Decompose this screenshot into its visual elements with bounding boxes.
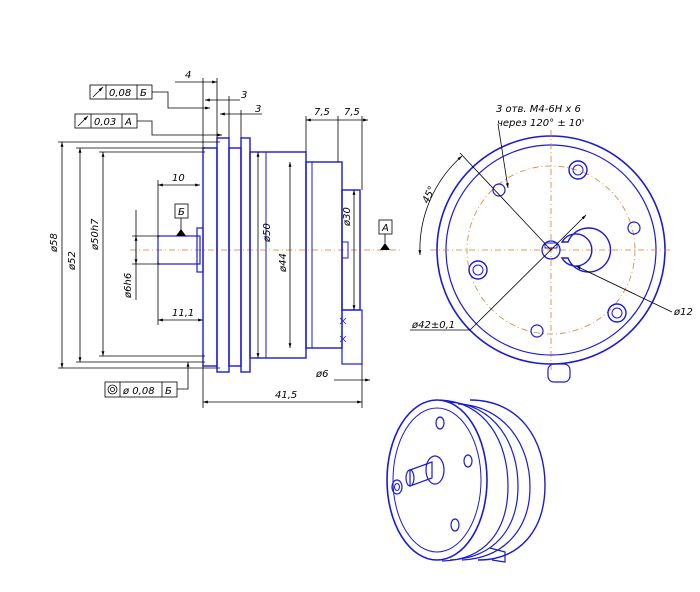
dim-len41: 41,5 bbox=[275, 390, 297, 401]
hole-bottom-right bbox=[607, 303, 627, 323]
hole-left-inner bbox=[472, 264, 484, 276]
tol-a-arrow-symbol bbox=[77, 115, 89, 127]
hole-left bbox=[468, 260, 488, 280]
d12-leader bbox=[575, 265, 673, 313]
dim-len7a: 7,5 bbox=[314, 107, 330, 118]
isometric-view bbox=[386, 399, 546, 563]
dim-d6: ø6 bbox=[315, 369, 328, 380]
dim-len11: 11,1 bbox=[172, 308, 194, 319]
tol-b-arrow-symbol bbox=[92, 86, 104, 98]
datum-a-label: А bbox=[381, 223, 389, 234]
shaft-flat bbox=[544, 242, 558, 249]
datum-b-triangle bbox=[176, 229, 186, 236]
flange-rear bbox=[228, 147, 242, 367]
dim-d50: ø50 bbox=[262, 223, 273, 243]
iso-body-back bbox=[469, 399, 546, 561]
rear-key bbox=[341, 241, 349, 259]
tolerance-frame-b: 0,08 Б bbox=[89, 84, 210, 110]
dim-len3a: 3 bbox=[241, 90, 247, 101]
tol-c-box bbox=[104, 381, 178, 398]
angle-ext-line bbox=[459, 152, 552, 251]
iso-body-ring2 bbox=[447, 401, 519, 561]
hole-top-right-inner bbox=[572, 164, 584, 176]
datum-b-marker: Б bbox=[174, 203, 189, 236]
side-angle: 45° bbox=[421, 185, 438, 206]
iso-front-face-inner bbox=[392, 407, 482, 553]
dim-len4: 4 bbox=[185, 70, 191, 81]
dim-d52: ø52 bbox=[67, 251, 78, 271]
m4-hole-1 bbox=[492, 183, 506, 197]
datum-a-marker: А bbox=[378, 219, 393, 250]
iso-hole-left-inner bbox=[394, 483, 400, 491]
tol-a-value: 0,03 bbox=[94, 117, 116, 128]
pin-cross-marks bbox=[339, 317, 347, 343]
note-leader bbox=[497, 123, 509, 189]
dimension-lines bbox=[58, 78, 370, 408]
flange-main bbox=[216, 137, 230, 373]
dim-d50h7: ø50h7 bbox=[90, 218, 101, 251]
iso-hole-right bbox=[463, 454, 473, 468]
d42-leader bbox=[469, 214, 587, 331]
threaded-holes bbox=[492, 183, 641, 338]
datum-a-box bbox=[378, 219, 393, 235]
dim-d30: ø30 bbox=[342, 207, 353, 227]
tol-c-value: ø 0,08 bbox=[122, 386, 155, 397]
iso-front-face bbox=[386, 399, 488, 561]
dim-len10: 10 bbox=[172, 173, 185, 184]
side-note-line2: через 120° ± 10' bbox=[497, 118, 584, 129]
tolerance-frame-a: 0,03 А bbox=[74, 113, 222, 137]
tol-c-datum: Б bbox=[165, 386, 172, 397]
tol-b-datum: Б bbox=[140, 88, 147, 99]
side-view: 3 отв. M4-6H x 6 через 120° ± 10' 45° ø4… bbox=[410, 104, 693, 383]
tol-c-symbol-outer bbox=[107, 384, 118, 395]
side-bottom-pin bbox=[547, 363, 571, 383]
iso-body-ring3 bbox=[439, 399, 509, 562]
flange-front bbox=[202, 147, 218, 367]
m4-hole-3 bbox=[530, 324, 544, 338]
iso-hole-left bbox=[391, 479, 403, 495]
tolerance-frame-concentricity: ø 0,08 Б bbox=[104, 362, 190, 398]
iso-boss bbox=[425, 455, 445, 485]
tol-b-value: 0,08 bbox=[109, 88, 131, 99]
dim-d44: ø44 bbox=[278, 253, 289, 273]
dim-d58: ø58 bbox=[49, 233, 60, 253]
tol-c-symbol-inner bbox=[110, 387, 115, 392]
m4-hole-2 bbox=[627, 221, 641, 235]
dim-len7b: 7,5 bbox=[344, 107, 360, 118]
side-d42: ø42±0,1 bbox=[411, 320, 455, 331]
side-note-line1: 3 отв. M4-6H x 6 bbox=[496, 104, 581, 115]
iso-pin bbox=[489, 547, 506, 563]
hole-top-right bbox=[568, 160, 588, 180]
side-d12: ø12 bbox=[673, 307, 693, 318]
dim-d6h6: ø6h6 bbox=[123, 273, 134, 299]
hole-bottom-right-inner bbox=[611, 307, 623, 319]
iso-shaft bbox=[409, 461, 433, 487]
tol-a-datum: А bbox=[124, 117, 132, 128]
angle-arc bbox=[418, 155, 463, 256]
mounting-holes bbox=[468, 160, 627, 323]
datum-a-triangle bbox=[380, 243, 390, 250]
datum-b-label: Б bbox=[178, 207, 185, 218]
flange-back bbox=[240, 137, 251, 373]
iso-shaft-end bbox=[405, 469, 415, 487]
iso-body-ring1 bbox=[457, 403, 531, 561]
tol-c-leader bbox=[177, 362, 190, 390]
housing-cap bbox=[305, 161, 343, 349]
iso-hole-bottom bbox=[450, 518, 460, 532]
iso-hole-top bbox=[435, 416, 445, 430]
tol-a-leader bbox=[137, 120, 222, 137]
shaft-end bbox=[541, 240, 561, 260]
rear-pin bbox=[341, 309, 363, 365]
retaining-ring bbox=[560, 227, 612, 273]
front-view: 0,08 Б 0,03 А ø 0,08 Б Б bbox=[49, 70, 400, 408]
dim-len3b: 3 bbox=[255, 104, 261, 115]
datum-b-box bbox=[174, 203, 189, 219]
tol-b-leader bbox=[152, 91, 210, 110]
